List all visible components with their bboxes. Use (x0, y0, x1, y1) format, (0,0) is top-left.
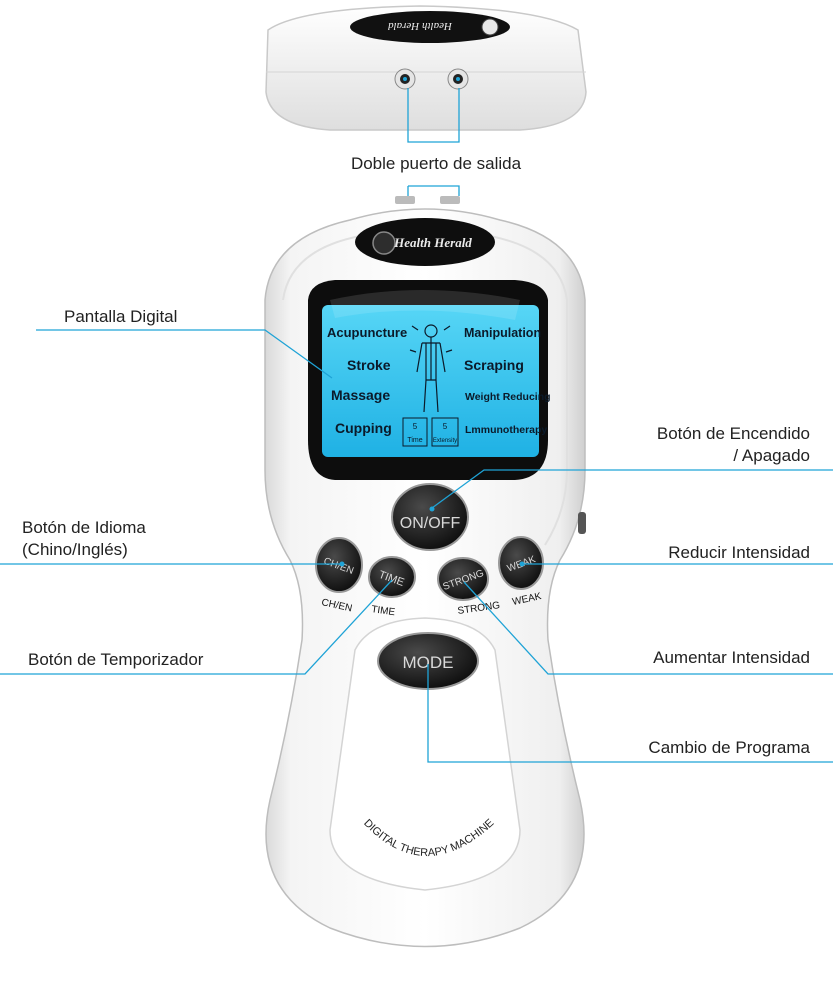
lcd-program-acupuncture: Acupuncture (327, 325, 407, 340)
callout-timer: Botón de Temporizador (28, 650, 204, 669)
lcd-time-box: 5 Time (402, 417, 428, 447)
onoff-button[interactable]: ON/OFF (391, 483, 469, 551)
brand-name: Health Herald (393, 235, 472, 250)
lcd-intensity-box: 5 Extensity (431, 417, 459, 447)
brand-badge (355, 218, 495, 266)
timer-leader (0, 579, 393, 675)
ports-leader (407, 88, 460, 143)
time-button[interactable]: TIME (368, 556, 416, 598)
lcd-program-immunotherapy: Lmmunotherapy (465, 424, 547, 436)
callout-power-line1: Botón de Encendido (657, 424, 810, 443)
lcd-program-manipulation: Manipulation (464, 326, 541, 340)
lcd-display: Acupuncture Stroke Massage Cupping Manip… (308, 280, 551, 480)
onoff-label: ON/OFF (400, 515, 461, 532)
device-top-view: Health Herald (265, 5, 587, 131)
callout-lines (0, 88, 833, 763)
lcd-intensity-value: 5 (443, 422, 448, 431)
callout-program: Cambio de Programa (648, 738, 810, 757)
output-port-right (447, 68, 469, 90)
time-caption: TIME (371, 604, 397, 618)
lcd-time-value: 5 (413, 422, 418, 431)
chen-button[interactable]: CH/EN (315, 537, 363, 593)
callout-language-line1: Botón de Idioma (22, 518, 146, 537)
increase-leader (463, 581, 833, 675)
callout-power-line2: / Apagado (733, 446, 810, 465)
display-leader (36, 329, 333, 379)
power-leader (431, 469, 833, 509)
program-leader (427, 664, 833, 763)
brand-logo-icon (372, 231, 396, 255)
lcd-program-massage: Massage (331, 387, 390, 403)
mode-label: MODE (403, 653, 454, 672)
output-port-left (394, 68, 416, 90)
mode-button[interactable]: MODE (377, 632, 479, 690)
lcd-program-scraping: Scraping (464, 357, 524, 373)
strong-button[interactable]: STRONG (437, 557, 489, 601)
lcd-program-weight-reducing: Weight Reducing (465, 391, 551, 403)
callout-decrease: Reducir Intensidad (668, 543, 810, 562)
top-brand-text: Health Herald (388, 20, 453, 32)
callout-language-line2: (Chino/Inglés) (22, 540, 128, 559)
callout-output-ports: Doble puerto de salida (351, 154, 522, 173)
callout-increase: Aumentar Intensidad (653, 648, 810, 667)
callout-display: Pantalla Digital (64, 307, 177, 326)
lcd-program-cupping: Cupping (335, 420, 392, 436)
lcd-program-stroke: Stroke (347, 357, 391, 373)
lcd-time-label: Time (407, 437, 422, 444)
ports-leader-bottom (407, 185, 460, 196)
lcd-intensity-label: Extensity (433, 438, 457, 444)
human-body-icon (409, 324, 453, 413)
